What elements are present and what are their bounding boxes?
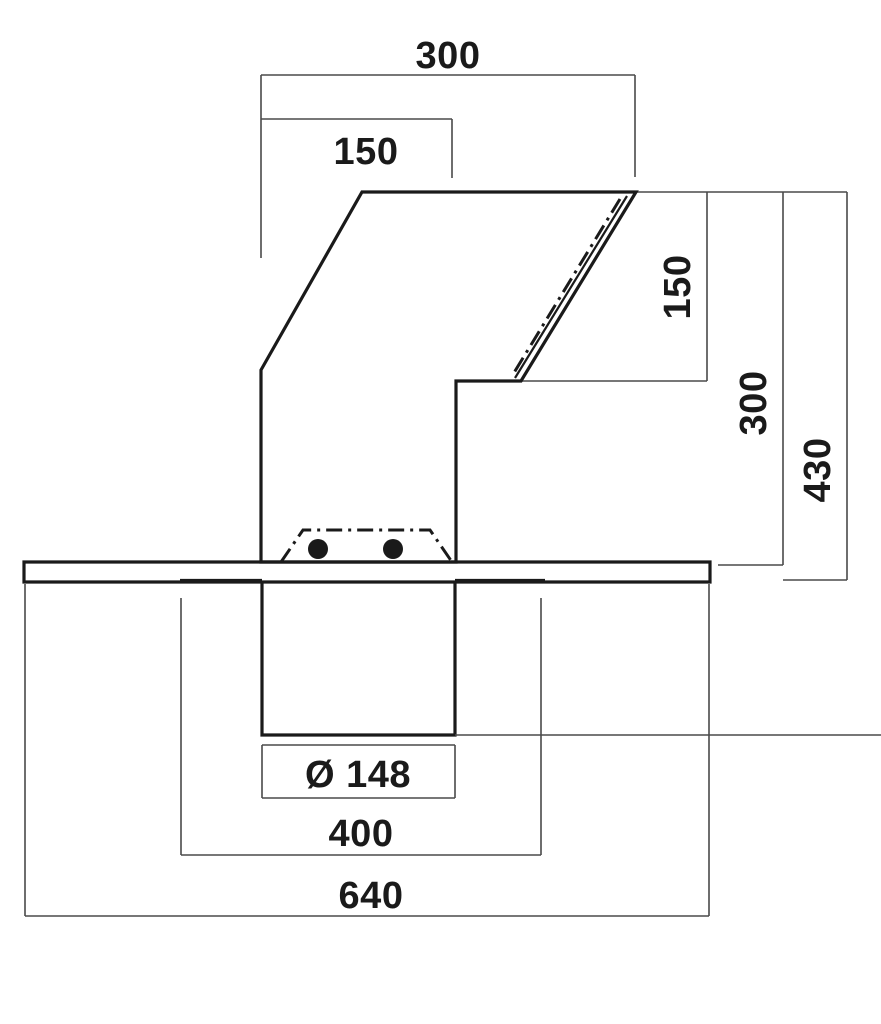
dimension-label-duct-diameter: Ø 148: [305, 754, 411, 796]
hood-flap-centerline: [510, 198, 622, 377]
dimension-label-400: 400: [329, 813, 394, 855]
duct-spigot-outline: [260, 582, 457, 737]
fixing-bolt-1: [308, 539, 328, 559]
hood-flap-inner-edge: [514, 195, 628, 379]
dimension-label-640: 640: [339, 875, 404, 917]
dimension-label-150-right: 150: [657, 255, 699, 320]
dimension-height-150: 150: [520, 191, 708, 382]
dimension-height-430: 430: [783, 191, 848, 581]
dimension-height-300: 300: [707, 191, 784, 566]
dimension-width-400: 400: [180, 598, 542, 856]
dimension-label-300-right: 300: [733, 371, 775, 436]
hidden-motor-outline: [279, 528, 454, 563]
dimension-label-150-top: 150: [334, 131, 399, 173]
dimension-width-640: 640: [24, 584, 710, 917]
dimension-depth-300: 300: [260, 35, 636, 258]
dimension-duct-diameter: Ø 148: [261, 744, 456, 799]
hood-body-outline: [259, 190, 639, 564]
fixing-bolt-2: [383, 539, 403, 559]
dimension-label-430-right: 430: [797, 438, 839, 503]
dimension-depth-150: 150: [261, 118, 453, 178]
dimension-label-300-top: 300: [416, 35, 481, 77]
ceiling-mounting-plate: [22, 560, 712, 584]
